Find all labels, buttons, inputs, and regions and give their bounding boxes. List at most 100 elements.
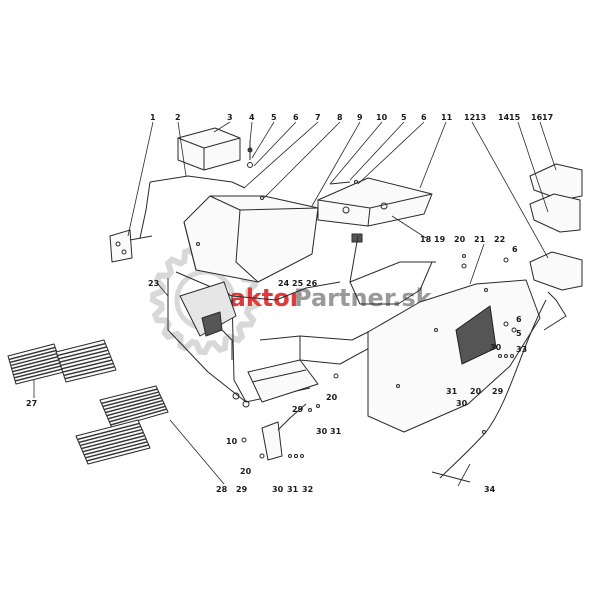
mat-rib (64, 366, 115, 380)
part-battery-cover (177, 127, 241, 171)
mat-rib (57, 342, 106, 357)
mat-rib (61, 356, 111, 370)
label-part-29-b: 29 (292, 405, 304, 414)
label-part-5-c: 5 (516, 329, 522, 338)
label-part-10-b: 10 (226, 437, 238, 446)
mat-rib (62, 359, 113, 373)
part-side-brackets (529, 163, 583, 331)
label-part-33: 33 (516, 345, 527, 354)
label-part-25: 25 (292, 279, 304, 288)
mat-rib (85, 441, 148, 459)
label-part-13: 13 (475, 113, 486, 122)
mat-rib (14, 368, 64, 382)
mat-rib (12, 359, 60, 373)
mat-rib (77, 422, 140, 441)
mat-rib (109, 405, 166, 423)
label-part-18: 18 (420, 235, 432, 244)
label-part-30-b: 30 (456, 399, 468, 408)
mat-rib (63, 362, 114, 377)
part-bracket-plate (109, 229, 153, 263)
label-part-29-c: 29 (236, 485, 248, 494)
label-part-3: 3 (227, 113, 233, 122)
mat-rib (110, 408, 167, 426)
label-part-28: 28 (216, 485, 228, 494)
part-support-bar (139, 175, 246, 239)
label-part-19: 19 (434, 235, 446, 244)
label-part-20-d: 20 (240, 467, 252, 476)
label-part-12: 12 (464, 113, 475, 122)
mat-rib (103, 394, 161, 411)
label-part-31-b: 31 (330, 427, 342, 436)
part-fender-strap (431, 299, 547, 483)
label-part-6-b: 6 (421, 113, 427, 122)
leader-lines (33, 121, 557, 487)
mat-rib (13, 362, 61, 376)
label-part-22: 22 (494, 235, 505, 244)
label-part-6: 6 (293, 113, 299, 122)
mat-rib (107, 402, 165, 420)
label-part-31-c: 31 (287, 485, 299, 494)
part-fender-panel (367, 279, 541, 433)
label-part-5: 5 (271, 113, 277, 122)
part-small-hardware (241, 180, 517, 461)
label-part-1: 1 (150, 113, 156, 122)
label-part-30-d: 30 (272, 485, 284, 494)
part-floor-mat-right (75, 385, 169, 465)
mat-rib (8, 346, 56, 361)
label-part-9: 9 (357, 113, 363, 122)
label-part-30-c: 30 (316, 427, 328, 436)
label-part-6-d: 6 (516, 315, 522, 324)
label-part-23: 23 (148, 279, 159, 288)
label-part-32: 32 (302, 485, 313, 494)
label-part-10: 10 (376, 113, 388, 122)
mat-rib (105, 397, 162, 414)
label-part-14: 14 (498, 113, 510, 122)
mat-rib (102, 391, 159, 408)
mat-rib (9, 349, 57, 364)
part-engine-hood (183, 195, 319, 283)
mat-rib (86, 444, 149, 462)
mat-rib (58, 346, 107, 360)
mat-rib (82, 435, 145, 453)
label-part-16: 16 (531, 113, 543, 122)
label-part-31-a: 31 (446, 387, 458, 396)
label-part-30-a: 30 (490, 343, 502, 352)
mat-rib (79, 428, 143, 447)
part-floor-mat-left (7, 339, 117, 385)
label-part-26: 26 (306, 279, 318, 288)
mat-rib (10, 352, 58, 367)
mat-rib (78, 425, 141, 444)
label-part-8: 8 (337, 113, 343, 122)
label-part-15: 15 (509, 113, 521, 122)
label-part-7: 7 (315, 113, 321, 122)
watermark-text-partner: Partner.sk (294, 284, 433, 312)
label-part-20-b: 20 (470, 387, 482, 396)
part-rear-tray (317, 177, 433, 243)
label-part-5-b: 5 (401, 113, 407, 122)
label-part-11: 11 (441, 113, 453, 122)
label-part-17: 17 (542, 113, 553, 122)
label-part-29-a: 29 (492, 387, 504, 396)
mat-rib (60, 352, 110, 367)
part-number-labels: 1 2 3 4 5 6 7 8 9 10 5 6 11 12 13 14 15 … (26, 113, 553, 494)
mat-rib (101, 388, 158, 405)
mat-rib (81, 431, 144, 450)
label-part-27: 27 (26, 399, 37, 408)
label-part-4: 4 (249, 113, 255, 122)
mat-rib (11, 355, 59, 370)
part-main-frame (167, 235, 436, 408)
label-part-20-c: 20 (326, 393, 338, 402)
mat-rib (106, 399, 163, 417)
label-part-21: 21 (474, 235, 486, 244)
label-part-34: 34 (484, 485, 496, 494)
label-part-2: 2 (175, 113, 181, 122)
part-bolts-top (247, 140, 253, 168)
mat-rib (14, 365, 62, 379)
label-part-6-c: 6 (512, 245, 518, 254)
mat-rib (59, 349, 109, 363)
label-part-24: 24 (278, 279, 290, 288)
label-part-20: 20 (454, 235, 466, 244)
mat-rib (83, 438, 147, 456)
